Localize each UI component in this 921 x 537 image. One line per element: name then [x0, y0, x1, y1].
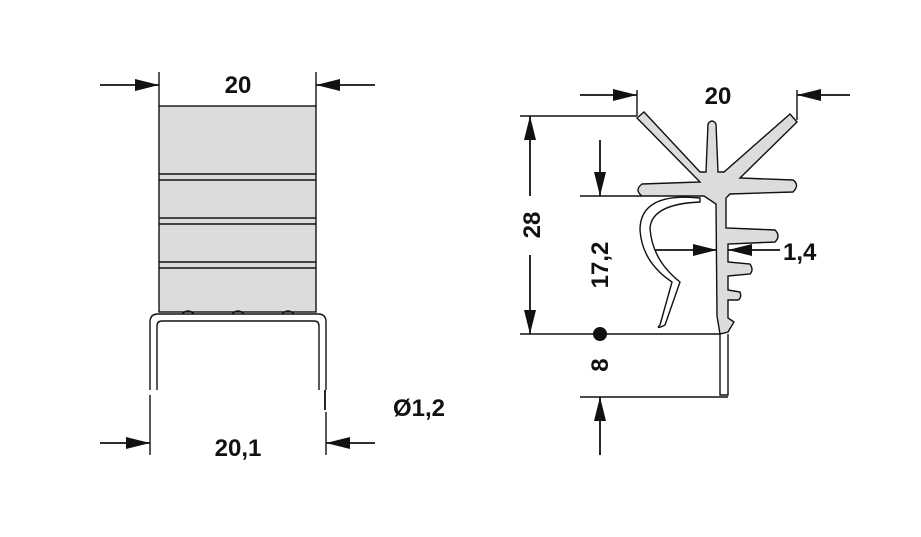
- front-width-top-label: 20: [225, 72, 252, 99]
- front-width-bottom-label: 20,1: [215, 435, 262, 462]
- side-width-top-label: 20: [705, 83, 732, 110]
- pin-diameter-label: Ø1,2: [393, 395, 445, 422]
- side-height-clip-label: 17,2: [587, 242, 614, 289]
- heatsink-body: [158, 105, 317, 313]
- heatsink-profile: [635, 111, 798, 335]
- side-pin-length-label: 8: [587, 358, 614, 371]
- fin-grooves: [159, 173, 316, 269]
- side-thickness-label: 1,4: [783, 239, 817, 266]
- side-pin: [719, 334, 729, 396]
- side-view: 20 28 17,2 8 1,4: [519, 83, 850, 455]
- spring-clip: [639, 196, 701, 329]
- front-view: 20 20,1 Ø1,2: [100, 72, 445, 462]
- side-height-total-label: 28: [519, 212, 546, 239]
- clip-bracket: [149, 313, 327, 390]
